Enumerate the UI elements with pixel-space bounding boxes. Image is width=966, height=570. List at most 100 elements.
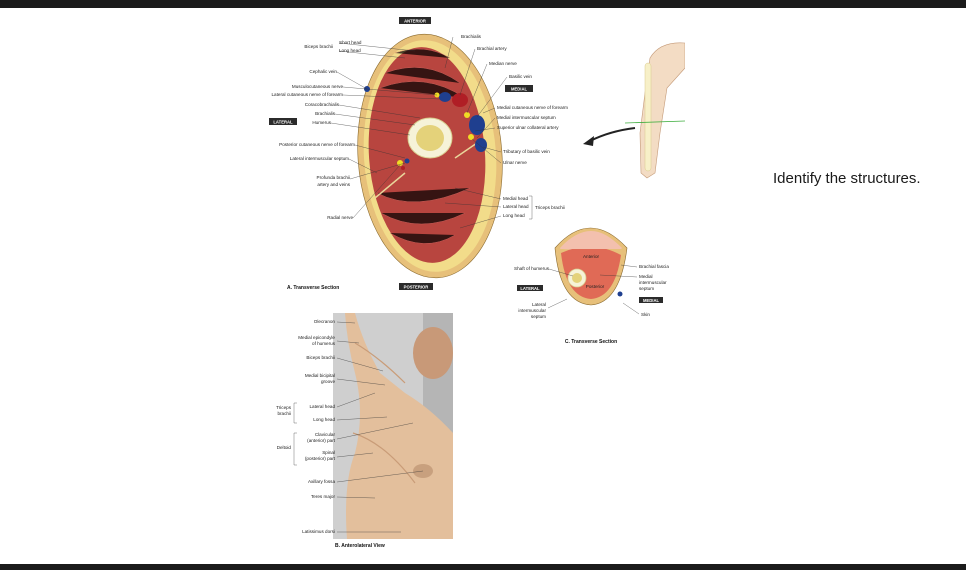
brachial-vein: [439, 92, 451, 102]
caption-panel-a: A. Transverse Section: [287, 285, 339, 291]
tag-anterior-bg: [399, 17, 431, 24]
label-brachii: brachii: [277, 411, 291, 416]
label-medial-epicondyle: Medial epicondyle: [298, 335, 335, 340]
label-medial-head: Medial head: [503, 196, 528, 201]
label-c-medial: Medial: [639, 274, 653, 279]
profunda-brachii-artery: [401, 166, 405, 170]
label-long-head-triceps: Long head: [503, 213, 525, 218]
tag-lateral: LATERAL: [273, 120, 293, 125]
c-vessel: [617, 291, 623, 297]
prompt-text: Identify the structures.: [773, 170, 921, 187]
label-c-lateral-intermuscular: intermuscular: [518, 308, 546, 313]
label-c-anterior: Anterior: [583, 254, 600, 259]
label-b-long-head: Long head: [313, 417, 335, 422]
label-lateral-intermuscular-septum: Lateral intermuscular septum: [290, 156, 349, 161]
deltoid-bracket: [293, 432, 297, 466]
label-humerus: Humerus: [312, 120, 331, 125]
label-medial-intermuscular-septum: Medial intermuscular septum: [497, 115, 556, 120]
humerus-marrow: [416, 125, 444, 151]
c-tag-lateral: LATERAL: [520, 286, 540, 291]
label-basilic-vein: Basilic vein: [509, 74, 532, 79]
label-c-lateral: Lateral: [532, 302, 546, 307]
label-groove: groove: [321, 379, 335, 384]
label-coracobrachialis: Coracobrachialis: [305, 102, 340, 107]
label-long-head: Long head: [339, 48, 361, 53]
label-artery-and-veins: artery and veins: [317, 182, 350, 187]
c-tag-medial: MEDIAL: [643, 298, 659, 303]
label-b-lateral-head: Lateral head: [309, 404, 335, 409]
label-profunda-brachii: Profunda brachii: [317, 175, 350, 180]
c-leader-lines: [547, 264, 640, 315]
label-short-head: Short head: [339, 40, 362, 45]
label-deltoid: Deltoid: [277, 445, 292, 450]
panel-a-transverse-section: ANTERIOR LATERAL MEDIAL POSTERIOR: [269, 17, 568, 291]
tag-medial: MEDIAL: [511, 87, 527, 92]
label-brachialis-right: Brachialis: [461, 34, 482, 39]
label-triceps-brachii: Triceps brachii: [535, 205, 565, 210]
muscle-fibers: [376, 48, 471, 244]
label-musculocutaneous-nerve: Musculocutaneous nerve: [292, 84, 344, 89]
label-lateral-head: Lateral head: [503, 204, 529, 209]
label-brachial-fascia: Brachial fascia: [639, 264, 669, 269]
tag-lateral-bg: [269, 118, 297, 125]
ulnar-nerve: [468, 134, 474, 140]
label-c-septum: septum: [639, 286, 654, 291]
brachial-artery: [452, 93, 468, 107]
tag-posterior: POSTERIOR: [404, 285, 429, 290]
label-cephalic-vein: Cephalic vein: [309, 69, 337, 74]
leader-lines-right: [444, 36, 508, 229]
label-of-humerus: of humerus: [312, 341, 336, 346]
tag-posterior-bg: [399, 283, 433, 290]
label-posterior-part: (posterior) part: [305, 456, 336, 461]
label-b-biceps-brachii: Biceps brachii: [306, 355, 335, 360]
b-leader-lines: [336, 321, 424, 533]
label-clavicular: Clavicular: [315, 432, 336, 437]
label-c-skin: Skin: [641, 312, 650, 317]
label-c-posterior: Posterior: [586, 284, 605, 289]
label-spinal: Spinal: [322, 450, 335, 455]
label-lateral-cutaneous-nerve: Lateral cutaneous nerve of forearm: [272, 92, 344, 97]
label-superior-ulnar-collateral-artery: Superior ulnar collateral artery: [497, 125, 559, 130]
label-anterior-part: (anterior) part: [307, 438, 336, 443]
caption-panel-b: B. Anterolateral View: [335, 543, 385, 549]
panel-c-transverse-section: Shaft of humerus Anterior Brachial fasci…: [514, 227, 669, 345]
median-nerve: [464, 112, 470, 118]
label-radial-nerve: Radial nerve: [327, 215, 353, 220]
c-tag-lateral-bg: [517, 285, 543, 291]
label-c-intermuscular: intermuscular: [639, 280, 667, 285]
label-brachialis-left: Brachialis: [315, 111, 336, 116]
c-anterior-fill: [560, 231, 622, 249]
label-latissimus-dorsi: Latissimus dorsi: [302, 529, 335, 534]
arrow-head-icon: [583, 136, 594, 146]
label-brachial-artery: Brachial artery: [477, 46, 507, 51]
label-ulnar-nerve: Ulnar nerve: [503, 160, 527, 165]
triceps-bracket: [529, 195, 533, 220]
label-olecranon: Olecranon: [314, 319, 336, 324]
label-tributary-basilic-vein: Tributary of basilic vein: [503, 149, 550, 154]
label-medial-bicipital: Medial bicipital: [305, 373, 335, 378]
top-bar: [0, 0, 966, 8]
label-axillary-fossa: Axillary fossa: [308, 479, 336, 484]
label-c-lateral-septum: septum: [531, 314, 546, 319]
label-median-nerve: Median nerve: [489, 61, 517, 66]
lateral-septum: [374, 172, 406, 199]
profunda-brachii-vein: [404, 158, 410, 164]
leader-lines-left: [330, 42, 441, 219]
medial-septum: [454, 142, 478, 159]
arm-humerus: [644, 62, 652, 172]
anatomy-figure: ANTERIOR LATERAL MEDIAL POSTERIOR: [255, 13, 685, 551]
section-plane-line: [624, 120, 685, 124]
anatomy-illustration: ANTERIOR LATERAL MEDIAL POSTERIOR: [269, 17, 685, 549]
photo-latissimus-contour: [352, 432, 416, 484]
tag-medial-bg: [505, 85, 533, 92]
c-tag-medial-bg: [639, 297, 663, 303]
panel-b-anterolateral-view: Olecranon Medial epicondyle of humerus B…: [276, 313, 453, 549]
photo-biceps-contour: [354, 342, 406, 384]
tag-anterior: ANTERIOR: [404, 19, 426, 24]
caption-panel-c: C. Transverse Section: [565, 339, 617, 345]
c-humerus-marrow: [572, 273, 582, 283]
label-posterior-cutaneous-nerve: Posterior cutaneous nerve of forearm: [279, 142, 355, 147]
label-teres-major: Teres major: [311, 494, 335, 499]
radial-nerve: [397, 160, 403, 166]
triceps-photo-bracket: [293, 402, 297, 424]
